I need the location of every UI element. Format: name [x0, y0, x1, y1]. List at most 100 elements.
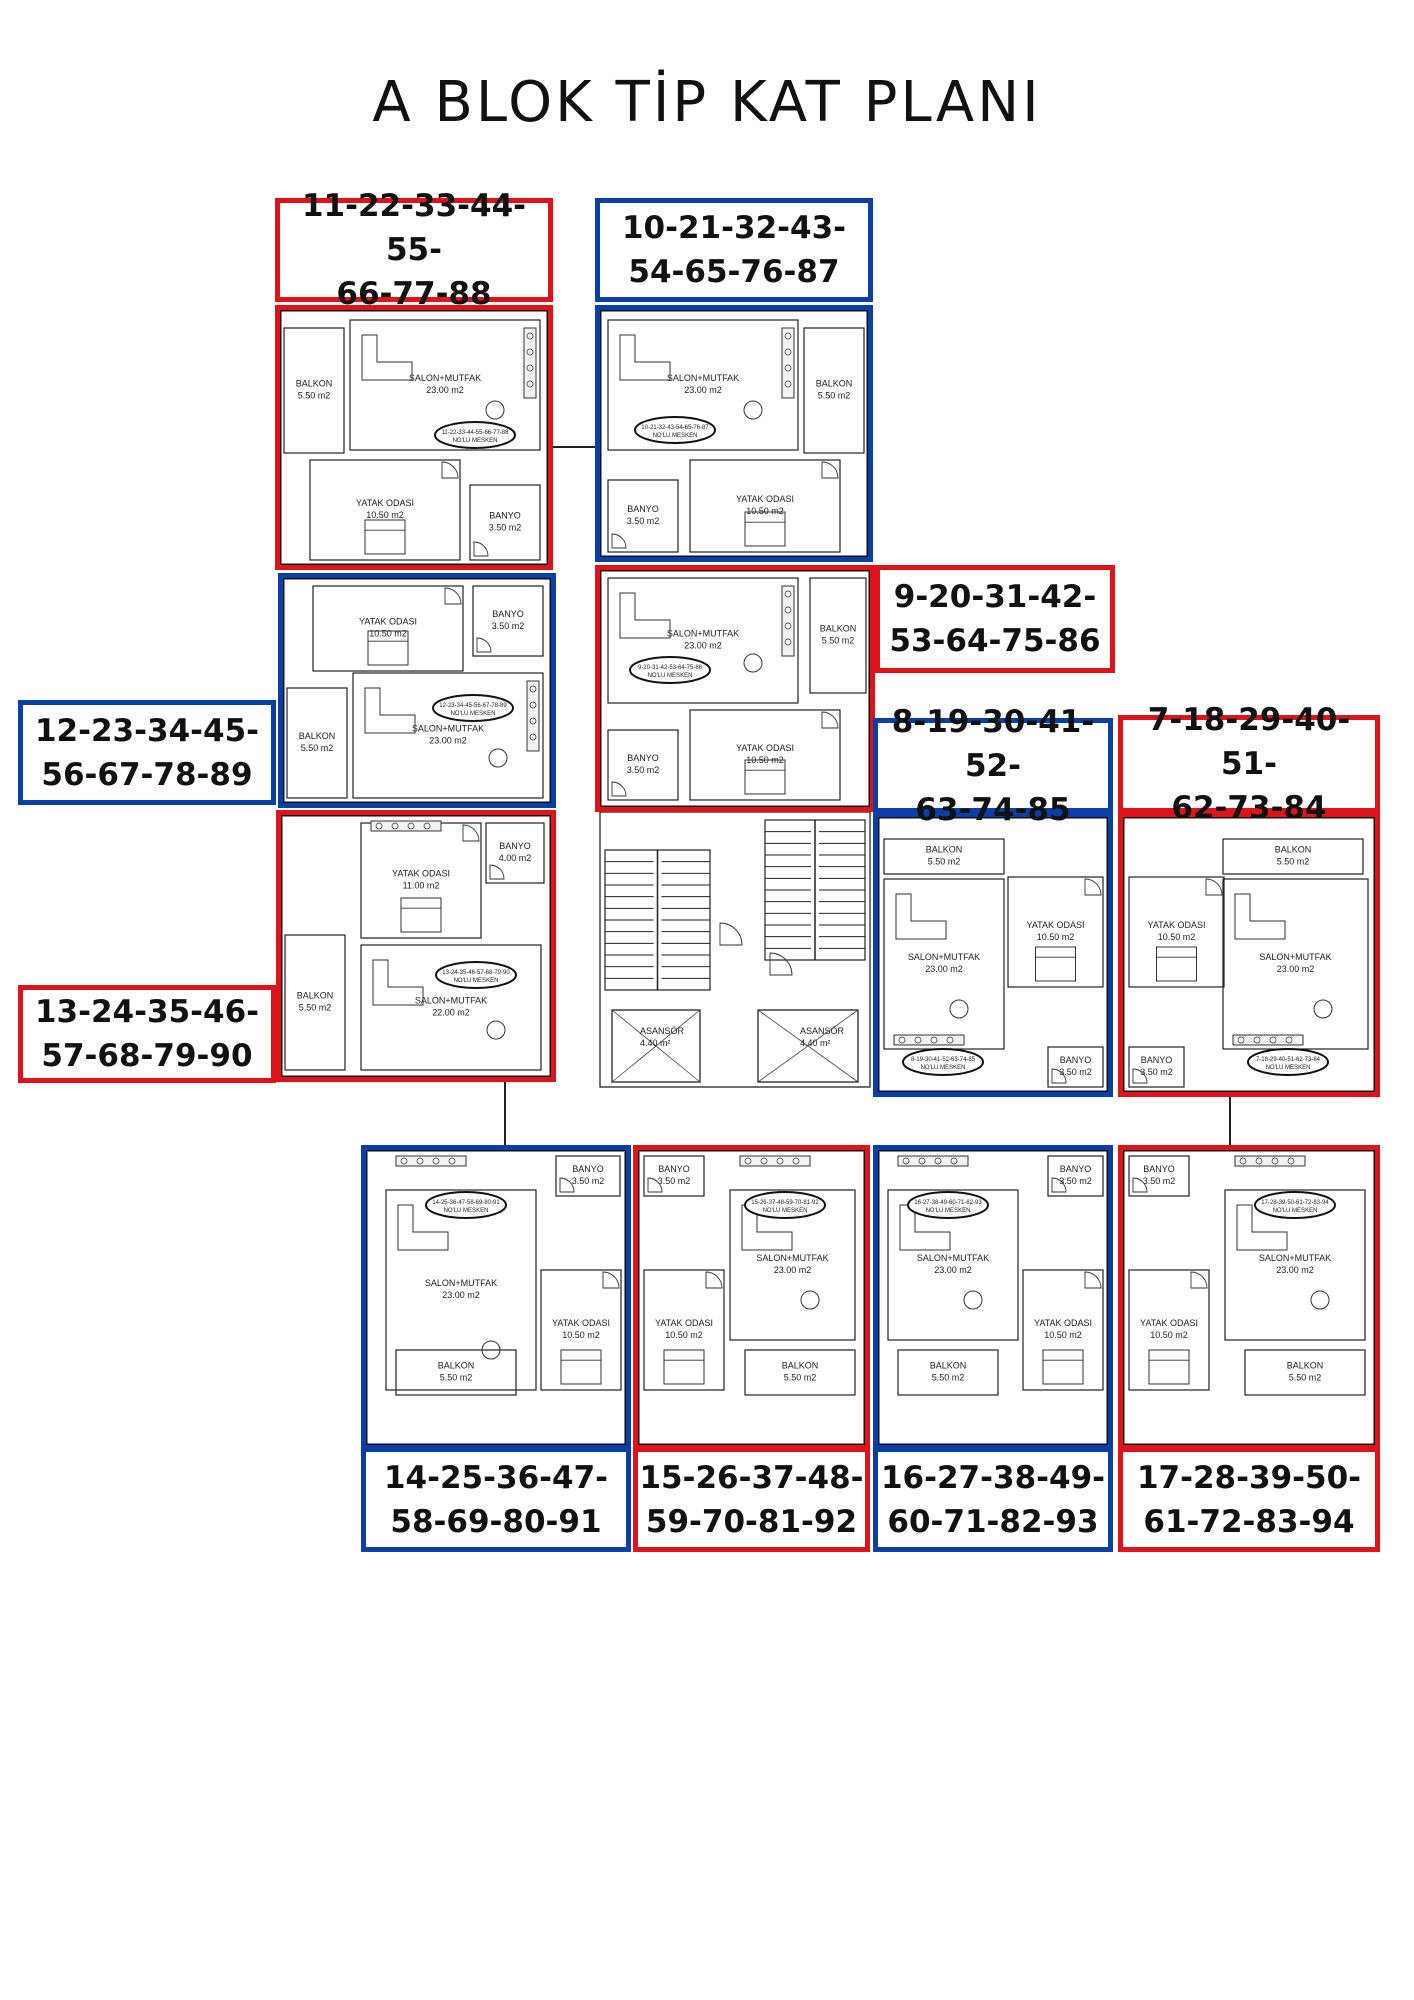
room-balkon-name: BALKON: [816, 379, 853, 389]
unit-number-oval-caption: NO'LU MESKEN: [921, 1065, 966, 1071]
unit-label-15: 15-26-37-48-59-70-81-92: [633, 1447, 870, 1552]
room-salon-mutfak-area: 23.00 m2: [426, 385, 464, 395]
table-symbol: [486, 1020, 506, 1040]
unit-label-14: 14-25-36-47-58-69-80-91: [361, 1447, 631, 1552]
room-yatak-odasi-area: 10.50 m2: [369, 629, 407, 639]
room-banyo-area: 3.50 m2: [1143, 1176, 1176, 1186]
kitchen-counter-burner: [776, 1157, 784, 1165]
unit-number-oval-number: 14-25-36-47-58-69-80-91: [432, 1200, 500, 1206]
room-yatak-odasi-name: YATAK ODASI: [1147, 920, 1205, 930]
room-salon-mutfak: [607, 319, 799, 451]
room-yatak-odasi-area: 10.50 m2: [562, 1330, 600, 1340]
kitchen-counter-burner: [784, 606, 792, 614]
table-symbol: [488, 748, 508, 768]
room-salon-mutfak: [1224, 1189, 1366, 1341]
kitchen-counter-burner: [784, 590, 792, 598]
room-yatak-odasi-area: 10.50 m2: [1044, 1330, 1082, 1340]
unit-outline-7: [1118, 812, 1380, 1097]
unit-number-oval-caption: NO'LU MESKEN: [1273, 1208, 1318, 1214]
room-yatak-odasi: [643, 1269, 725, 1391]
room-balkon-area: 5.50 m2: [784, 1373, 817, 1383]
kitchen-counter-burner: [1239, 1157, 1247, 1165]
sofa-symbol: [364, 687, 416, 734]
bed-symbol: [1148, 1349, 1190, 1385]
room-balkon: [395, 1349, 517, 1396]
room-banyo: [485, 822, 545, 884]
bedroom-door-swing: [444, 587, 462, 605]
bedroom-door-swing: [462, 824, 480, 842]
kitchen-counter: [370, 820, 442, 832]
room-yatak-odasi: [1007, 876, 1104, 988]
kitchen-counter-burner: [914, 1036, 922, 1044]
room-banyo-name: BANYO: [658, 1164, 690, 1174]
room-balkon-name: BALKON: [1287, 1361, 1324, 1371]
room-banyo-area: 3.50 m2: [492, 621, 525, 631]
bath-door-swing: [473, 541, 489, 557]
unit-number-oval-caption: NO'LU MESKEN: [451, 711, 496, 717]
kitchen-counter: [739, 1155, 811, 1167]
bed-symbol: [663, 1349, 705, 1385]
room-banyo-name: BANYO: [627, 753, 659, 763]
sofa-symbol: [619, 334, 671, 381]
kitchen-counter-burner: [946, 1036, 954, 1044]
room-banyo-area: 3.50 m2: [658, 1176, 691, 1186]
unit-number-oval: [1247, 1048, 1329, 1076]
unit-number-oval-number: 15-26-37-48-59-70-81-92: [751, 1200, 819, 1206]
elevator-left-cross: [611, 1009, 701, 1083]
room-banyo-name: BANYO: [489, 511, 521, 521]
kitchen-counter: [1232, 1034, 1304, 1046]
unit-outline-8: [873, 812, 1113, 1097]
unit-number-oval-caption: NO'LU MESKEN: [763, 1208, 808, 1214]
kitchen-counter-burner: [407, 822, 415, 830]
sofa-symbol: [397, 1204, 449, 1251]
sofa-symbol: [361, 334, 413, 381]
sofa-symbol: [895, 893, 947, 940]
unit-outline-14: [361, 1145, 631, 1450]
room-salon-mutfak-name: SALON+MUTFAK: [908, 952, 980, 962]
unit-number-oval-number: 16-27-38-49-60-71-82-93: [914, 1200, 982, 1206]
room-balkon-name: BALKON: [782, 1361, 819, 1371]
elevator-left-area: 4.40 m²: [640, 1038, 671, 1048]
room-yatak-odasi: [689, 459, 841, 553]
room-salon-mutfak-area: 23.00 m2: [684, 641, 722, 651]
room-balkon-area: 5.50 m2: [818, 391, 851, 401]
kitchen-counter-burner: [423, 822, 431, 830]
table-symbol: [1310, 1290, 1330, 1310]
room-salon-mutfak-name: SALON+MUTFAK: [917, 1253, 989, 1263]
room-balkon-area: 5.50 m2: [822, 636, 855, 646]
table-symbol: [800, 1290, 820, 1310]
room-salon-mutfak: [729, 1189, 856, 1341]
room-balkon: [883, 838, 1005, 875]
bath-door-swing: [489, 864, 505, 880]
unit-number-oval-caption: NO'LU MESKEN: [1266, 1065, 1311, 1071]
kitchen-counter: [893, 1034, 965, 1046]
room-salon-mutfak-area: 23.00 m2: [774, 1265, 812, 1275]
room-yatak-odasi-area: 10.50 m2: [665, 1330, 703, 1340]
elevator-right: [757, 1009, 859, 1083]
bath-door-swing: [611, 781, 627, 797]
room-banyo-area: 3.50 m2: [627, 765, 660, 775]
room-banyo-name: BANYO: [499, 841, 531, 851]
kitchen-counter-burner: [950, 1157, 958, 1165]
room-banyo: [607, 479, 679, 553]
unit-outline-9: [595, 565, 875, 812]
room-yatak-odasi: [309, 459, 461, 561]
kitchen-counter-burner: [529, 733, 537, 741]
room-banyo: [469, 484, 541, 561]
room-banyo-area: 3.50 m2: [489, 523, 522, 533]
kitchen-counter-burner: [375, 822, 383, 830]
kitchen-counter-burner: [1237, 1036, 1245, 1044]
unit-label-17: 17-28-39-50-61-72-83-94: [1118, 1447, 1380, 1552]
core-door-swing: [719, 922, 743, 946]
room-yatak-odasi-name: YATAK ODASI: [359, 617, 417, 627]
table-symbol: [485, 400, 505, 420]
elevator-right-cross: [757, 1009, 859, 1083]
room-balkon: [809, 577, 867, 694]
room-yatak-odasi-area: 10.50 m2: [366, 510, 404, 520]
room-yatak-odasi-name: YATAK ODASI: [736, 743, 794, 753]
bedroom-door-swing: [1205, 878, 1223, 896]
bedroom-door-swing: [1084, 878, 1102, 896]
bedroom-door-swing: [1084, 1271, 1102, 1289]
unit-number-oval-caption: NO'LU MESKEN: [454, 978, 499, 984]
